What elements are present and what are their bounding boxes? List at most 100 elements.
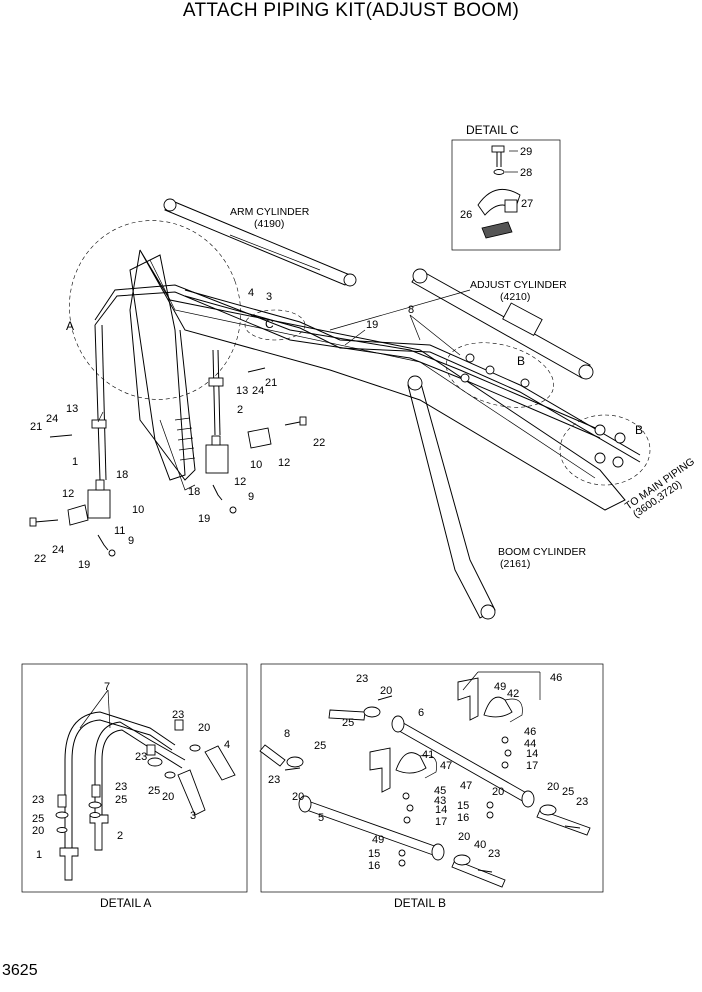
part-number: 25 <box>148 785 160 797</box>
detail-a: 1 2 3 4 7 20 20 20 23 23 23 23 25 25 25 … <box>21 663 248 910</box>
part-number: 1 <box>72 456 78 468</box>
valve-right <box>205 444 229 474</box>
label-boom-cylinder-ref: (2161) <box>500 558 530 570</box>
part-number: 20 <box>458 831 470 843</box>
callout-b-letter-2: B <box>635 423 643 437</box>
part-number: 23 <box>356 673 368 685</box>
part-number: 46 <box>550 672 562 684</box>
part-number: 47 <box>460 780 472 792</box>
part-number: 2 <box>237 404 243 416</box>
part-number: 15 <box>457 800 469 812</box>
part-number: 49 <box>494 681 506 693</box>
part-number: 20 <box>380 685 392 697</box>
part-number: 27 <box>521 198 533 210</box>
part-number: 24 <box>52 544 64 556</box>
part-number: 22 <box>313 437 325 449</box>
part-number: 25 <box>314 740 326 752</box>
part-number: 23 <box>576 796 588 808</box>
part-number: 23 <box>268 774 280 786</box>
part-number: 28 <box>520 167 532 179</box>
page-number: 3625 <box>2 962 38 979</box>
part-number: 25 <box>342 717 354 729</box>
part-number: 47 <box>440 760 452 772</box>
part-number: 25 <box>115 794 127 806</box>
part-number: 19 <box>366 319 378 331</box>
boom-lower-arm <box>129 249 196 481</box>
valve-left <box>87 489 111 519</box>
detail-b: 5 6 8 14 14 15 15 16 16 17 17 20 20 20 2… <box>259 663 604 910</box>
callout-ellipse-a <box>69 220 241 400</box>
part-number: 20 <box>32 825 44 837</box>
part-number: 23 <box>115 781 127 793</box>
part-number: 42 <box>507 688 519 700</box>
part-number: 20 <box>492 786 504 798</box>
label-adjust-cylinder: ADJUST CYLINDER <box>470 279 567 291</box>
part-number: 44 <box>524 738 536 750</box>
part-number: 23 <box>135 751 147 763</box>
part-number: 20 <box>162 791 174 803</box>
part-number: 43 <box>434 795 446 807</box>
label-arm-cylinder: ARM CYLINDER <box>230 206 310 218</box>
part-number: 10 <box>250 459 262 471</box>
part-number: 19 <box>198 513 210 525</box>
pipe-line-main <box>94 284 601 431</box>
part-number: 18 <box>116 469 128 481</box>
detail-c: DETAIL C 29 28 27 26 <box>451 123 561 251</box>
part-number: 22 <box>34 553 46 565</box>
part-number: 15 <box>368 848 380 860</box>
part-number: 2 <box>117 830 123 842</box>
part-number: 20 <box>292 791 304 803</box>
part-number: 6 <box>418 707 424 719</box>
part-number: 4 <box>224 739 230 751</box>
part-number: 21 <box>265 377 277 389</box>
detail-c-title: DETAIL C <box>466 123 519 137</box>
callout-c-letter: C <box>265 317 274 331</box>
part-number: 20 <box>547 781 559 793</box>
part-number: 17 <box>526 760 538 772</box>
label-adjust-cylinder-ref: (4210) <box>500 291 530 303</box>
part-number: 24 <box>46 413 58 425</box>
part-number: 18 <box>188 486 200 498</box>
part-number: 3 <box>266 291 272 303</box>
callout-ellipse-b2 <box>559 414 651 486</box>
part-number: 14 <box>435 804 447 816</box>
callout-a-letter: A <box>66 319 74 333</box>
part-number: 20 <box>198 722 210 734</box>
part-number: 25 <box>562 786 574 798</box>
part-number: 3 <box>190 810 196 822</box>
part-number: 12 <box>62 488 74 500</box>
part-number: 26 <box>460 209 472 221</box>
part-number: 23 <box>32 794 44 806</box>
callout-ellipse-b1 <box>446 342 554 408</box>
page-title: ATTACH PIPING KIT(ADJUST BOOM) <box>182 0 520 21</box>
part-number: 7 <box>104 681 110 693</box>
part-number: 13 <box>236 385 248 397</box>
boom-cylinder <box>407 379 496 619</box>
part-number: 12 <box>278 457 290 469</box>
part-number: 9 <box>128 535 134 547</box>
label-boom-cylinder: BOOM CYLINDER <box>498 546 587 558</box>
part-number: 17 <box>435 816 447 828</box>
part-number: 14 <box>526 748 538 760</box>
part-number: 4 <box>248 287 254 299</box>
part-number: 24 <box>252 385 264 397</box>
part-number: 16 <box>368 860 380 872</box>
part-number: 1 <box>36 849 42 861</box>
part-number: 40 <box>474 839 486 851</box>
part-number: 8 <box>284 728 290 740</box>
part-number: 9 <box>248 491 254 503</box>
part-number: 21 <box>30 421 42 433</box>
part-number: 41 <box>422 749 434 761</box>
part-number: 23 <box>172 709 184 721</box>
main-assembly: ARM CYLINDER (4190) ADJUST CYLINDER (421… <box>29 198 697 620</box>
part-number: 13 <box>66 403 78 415</box>
callout-ellipse-c <box>244 309 306 341</box>
part-number: 19 <box>78 559 90 571</box>
callout-b-letter-1: B <box>517 354 525 368</box>
part-number: 49 <box>372 834 384 846</box>
detail-b-caption: DETAIL B <box>394 896 446 910</box>
part-number: 5 <box>318 812 324 824</box>
part-number: 12 <box>234 476 246 488</box>
part-number: 46 <box>524 726 536 738</box>
